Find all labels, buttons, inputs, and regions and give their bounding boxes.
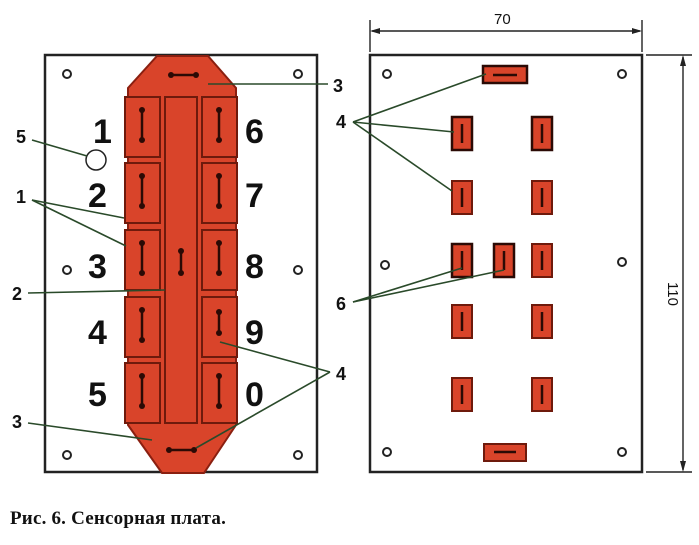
sensor-pad-8	[201, 229, 238, 291]
sensor-pad-0	[201, 362, 238, 424]
leader-6-a	[352, 267, 463, 303]
mounting-hole	[380, 260, 390, 270]
right-sensor-pads	[201, 96, 238, 424]
pad	[450, 115, 474, 152]
sensor-pad-7	[201, 162, 238, 224]
central-strip	[164, 96, 198, 424]
left-callouts	[27, 83, 331, 449]
sensor-pad-6	[201, 96, 238, 158]
digit-labels-left: 1 2 3 4 5	[88, 113, 112, 414]
right-pad-middle	[492, 242, 516, 279]
pad	[451, 304, 473, 339]
leader-5	[31, 139, 88, 157]
digit-label: 7	[245, 177, 264, 215]
digit-label: 6	[245, 113, 264, 151]
dim-arrow-right	[632, 28, 642, 34]
mounting-hole	[293, 265, 303, 275]
right-top-pad	[481, 64, 529, 85]
pad	[531, 304, 553, 339]
leader-3-bottom	[27, 422, 153, 441]
callout-label-4-right: 4	[336, 112, 346, 132]
sensor-pad-9	[201, 296, 238, 358]
left-callout-labels: 3 5 1 2 3 4	[12, 76, 346, 432]
leader-1b	[31, 199, 127, 247]
dimension-width	[369, 20, 643, 52]
digit-label: 9	[245, 314, 264, 352]
left-mounting-holes	[62, 69, 303, 460]
callout-label-5: 5	[16, 127, 26, 147]
left-board-copper-side: 1 2 3 4 5 6 7 8 9 0	[43, 53, 319, 474]
dim-arrow-top	[680, 55, 686, 66]
right-board-component-side	[368, 53, 644, 474]
mounting-hole	[62, 450, 72, 460]
central-strip-hole	[178, 270, 184, 276]
dimension-width-label: 70	[494, 11, 511, 28]
pad	[530, 115, 554, 152]
sensor-pad-2	[124, 162, 161, 224]
leader-4-right-b	[195, 371, 331, 449]
digit-label: 4	[88, 314, 107, 352]
digit-label: 5	[88, 376, 107, 414]
dim-arrow-bottom	[680, 461, 686, 472]
digit-label: 2	[88, 177, 107, 215]
central-strip-hole	[178, 248, 184, 254]
right-pads-right-column	[530, 115, 554, 412]
callout-label-2: 2	[12, 284, 22, 304]
dimension-height	[646, 54, 692, 473]
leader-4-c	[352, 121, 453, 192]
digit-labels-right: 6 7 8 9 0	[245, 113, 264, 414]
pad	[531, 243, 553, 278]
pad	[531, 180, 553, 215]
pad	[451, 180, 473, 215]
right-pads-left-column	[450, 115, 474, 412]
mounting-hole	[62, 69, 72, 79]
mounting-hole	[62, 265, 72, 275]
digit-label: 3	[88, 248, 107, 286]
top-pad-hole	[193, 72, 199, 78]
mounting-hole	[382, 69, 392, 79]
leader-4-b	[352, 121, 455, 133]
digit-label: 0	[245, 376, 264, 414]
sensor-pad-4	[124, 296, 161, 358]
callout-label-4-left: 4	[336, 364, 346, 384]
callout-label-3-top: 3	[333, 76, 343, 96]
right-mounting-holes	[380, 69, 627, 457]
leader-1a	[31, 199, 125, 219]
bottom-pad-hole	[191, 447, 197, 453]
dimension-height-label: 110	[664, 282, 681, 306]
mounting-hole	[382, 447, 392, 457]
mounting-hole	[293, 69, 303, 79]
callout-label-6: 6	[336, 294, 346, 314]
leader-6-b	[352, 269, 505, 303]
digit-label: 8	[245, 248, 264, 286]
sensor-pad-1	[124, 96, 161, 158]
right-bottom-pad	[483, 443, 527, 462]
callout-label-3-bottom: 3	[12, 412, 22, 432]
mounting-hole	[617, 447, 627, 457]
callout-label-1: 1	[16, 187, 26, 207]
mounting-hole	[617, 257, 627, 267]
pad	[531, 377, 553, 412]
leader-2	[27, 289, 166, 294]
right-callout-labels: 4 6	[336, 112, 346, 314]
pad	[450, 242, 474, 279]
pad	[451, 377, 473, 412]
dim-arrow-left	[370, 28, 380, 34]
leader-4-a	[352, 73, 487, 123]
mounting-hole	[293, 450, 303, 460]
figure-caption: Рис. 6. Сенсорная плата.	[10, 508, 227, 529]
mounting-hole	[617, 69, 627, 79]
bottom-pad-hole	[166, 447, 172, 453]
top-pad-hole	[168, 72, 174, 78]
sensor-pad-5	[124, 362, 161, 424]
left-sensor-pads	[124, 96, 161, 424]
leader-4-right-a	[219, 341, 331, 373]
callout-5-circle	[85, 149, 107, 171]
digit-label: 1	[93, 113, 112, 151]
right-callouts	[352, 73, 505, 303]
sensor-pad-3	[124, 229, 161, 291]
